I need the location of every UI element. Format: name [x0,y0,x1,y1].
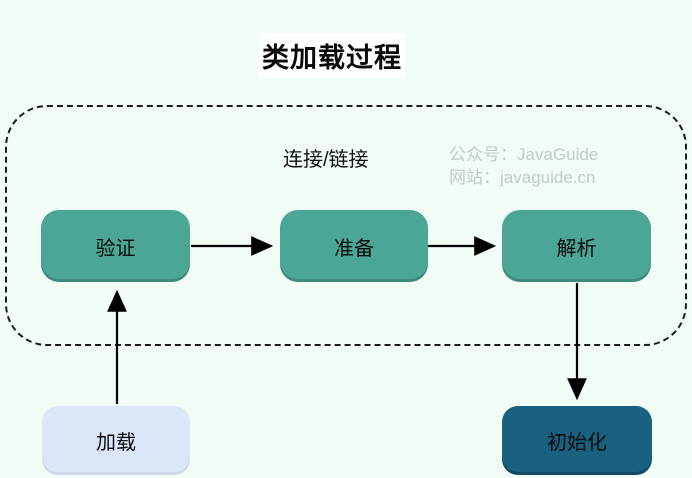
node-resolve: 解析 [502,210,651,282]
node-prepare: 准备 [280,210,428,282]
node-resolve-label: 解析 [556,237,597,260]
node-verify: 验证 [41,210,190,282]
watermark: 公众号：JavaGuide 网站：javaguide.cn [449,143,598,189]
node-verify-label: 验证 [95,237,136,260]
node-load: 加载 [42,406,190,475]
node-initialize: 初始化 [502,406,652,475]
node-load-label: 加载 [96,432,136,454]
watermark-line-2: 网站：javaguide.cn [449,168,596,187]
node-initialize-label: 初始化 [547,432,607,454]
page-title: 类加载过程 [259,33,405,78]
linking-group-container [5,105,687,346]
linking-group-label: 连接/链接 [283,149,369,171]
watermark-line-1: 公众号：JavaGuide [449,145,599,164]
node-prepare-label: 准备 [334,237,374,260]
